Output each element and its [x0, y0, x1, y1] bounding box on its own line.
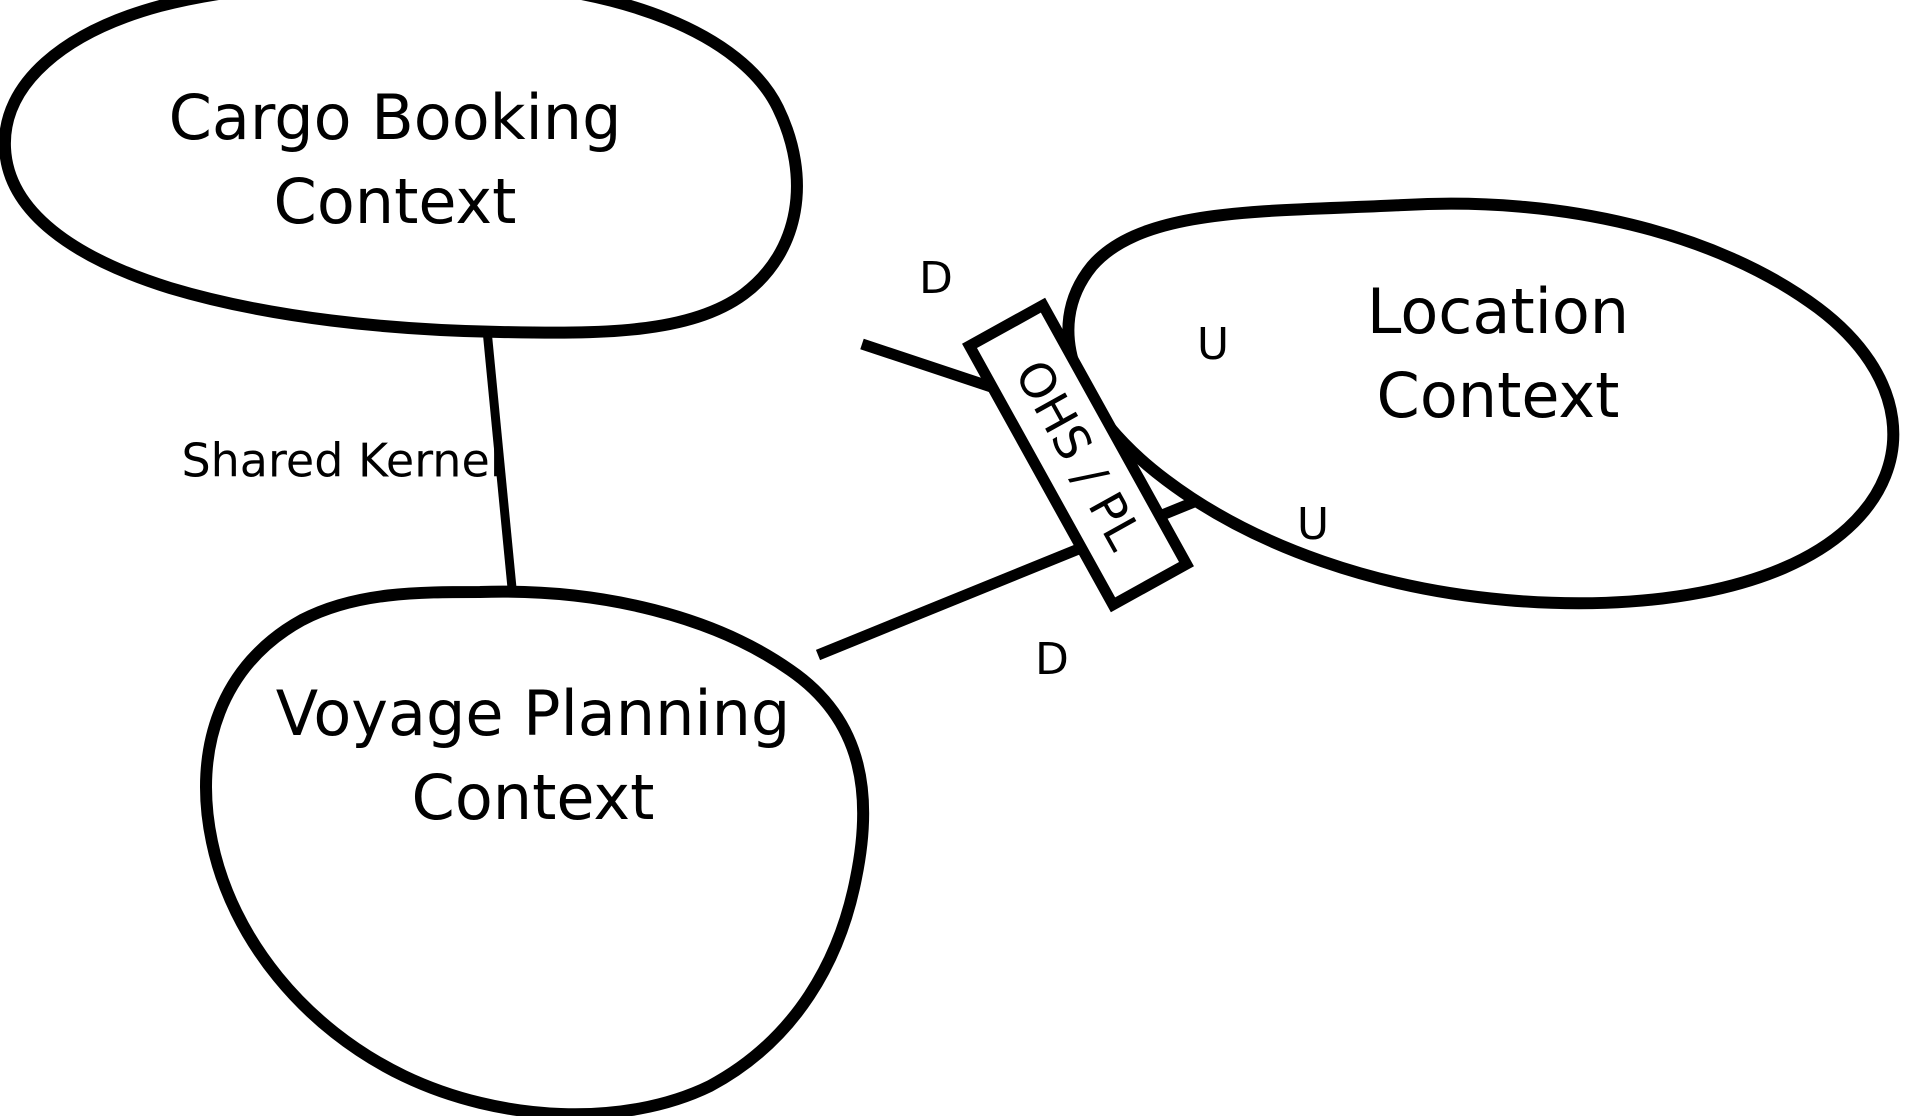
- context-label-location-line1: Location: [1367, 275, 1629, 348]
- role-label-cargo-downstream: D: [919, 253, 953, 304]
- context-shape-cargo-booking[interactable]: [0, 0, 803, 339]
- context-label-location-line2: Context: [1377, 359, 1620, 432]
- context-label-cargo-booking-line2: Context: [274, 165, 517, 238]
- pattern-box-rect: [962, 297, 1194, 613]
- relationship-label-shared-kernel: Shared Kernel: [181, 434, 502, 488]
- context-label-voyage-planning-line1: Voyage Planning: [276, 677, 791, 750]
- role-label-location-upstream-bottom: U: [1297, 499, 1329, 550]
- role-label-location-upstream-top: U: [1197, 319, 1229, 370]
- context-label-cargo-booking-line1: Cargo Booking: [169, 81, 622, 154]
- context-shape-voyage-planning[interactable]: [200, 585, 870, 1116]
- context-shape-location[interactable]: [1062, 197, 1900, 610]
- relationship-line-shared-kernel[interactable]: [482, 329, 517, 589]
- role-label-voyage-downstream: D: [1035, 634, 1069, 685]
- context-label-voyage-planning-line2: Context: [412, 761, 655, 834]
